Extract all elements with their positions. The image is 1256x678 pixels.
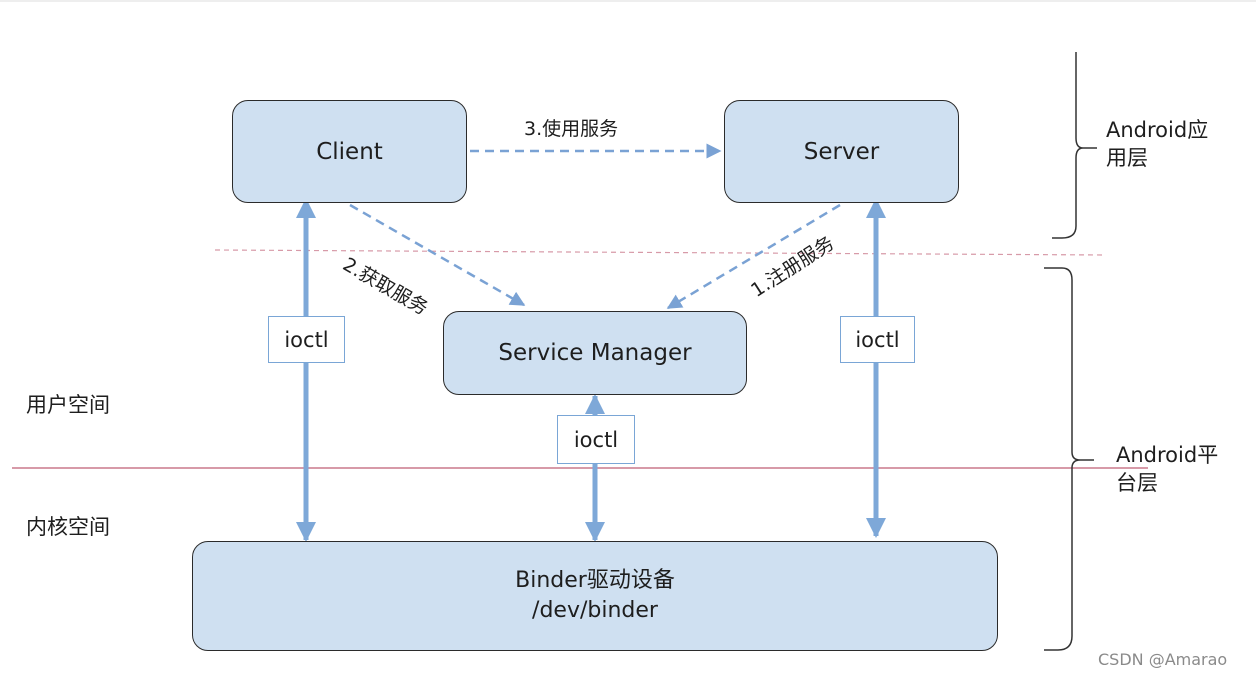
ioctl-left-label: ioctl — [268, 316, 345, 363]
server-label: Server — [803, 138, 880, 165]
app-platform-separator — [214, 249, 1106, 256]
app-layer-line1: Android应 — [1106, 118, 1209, 142]
app-layer-line2: 用层 — [1106, 146, 1148, 170]
android-platform-layer-label: Android平 台层 — [1116, 441, 1218, 497]
get-service-arrow — [349, 203, 526, 307]
platform-layer-line2: 台层 — [1116, 471, 1158, 495]
top-border-line — [0, 0, 1256, 2]
binder-driver-label: Binder驱动设备 — [515, 568, 675, 593]
binder-driver-node: Binder驱动设备 /dev/binder — [192, 541, 998, 651]
platform-layer-brace — [1044, 267, 1094, 651]
service-manager-label: Service Manager — [498, 340, 692, 366]
ioctl-right-label: ioctl — [840, 316, 915, 363]
kernel-space-label: 内核空间 — [26, 515, 110, 539]
ioctl-left-text: ioctl — [284, 327, 329, 352]
client-node: Client — [232, 100, 467, 203]
csdn-watermark: CSDN @Amarao — [1098, 650, 1228, 669]
ioctl-center-label: ioctl — [557, 415, 635, 464]
service-manager-node: Service Manager — [443, 311, 747, 395]
server-node: Server — [724, 100, 959, 203]
user-space-label: 用户空间 — [26, 393, 110, 417]
binder-device-path: /dev/binder — [532, 598, 658, 623]
platform-layer-line1: Android平 — [1116, 443, 1219, 467]
use-service-label: 3.使用服务 — [524, 118, 619, 140]
ioctl-center-text: ioctl — [573, 427, 619, 452]
ioctl-right-text: ioctl — [855, 327, 900, 352]
android-app-layer-label: Android应 用层 — [1106, 116, 1208, 172]
app-layer-brace — [1052, 52, 1097, 239]
register-service-arrow — [666, 203, 841, 310]
client-label: Client — [316, 138, 383, 165]
